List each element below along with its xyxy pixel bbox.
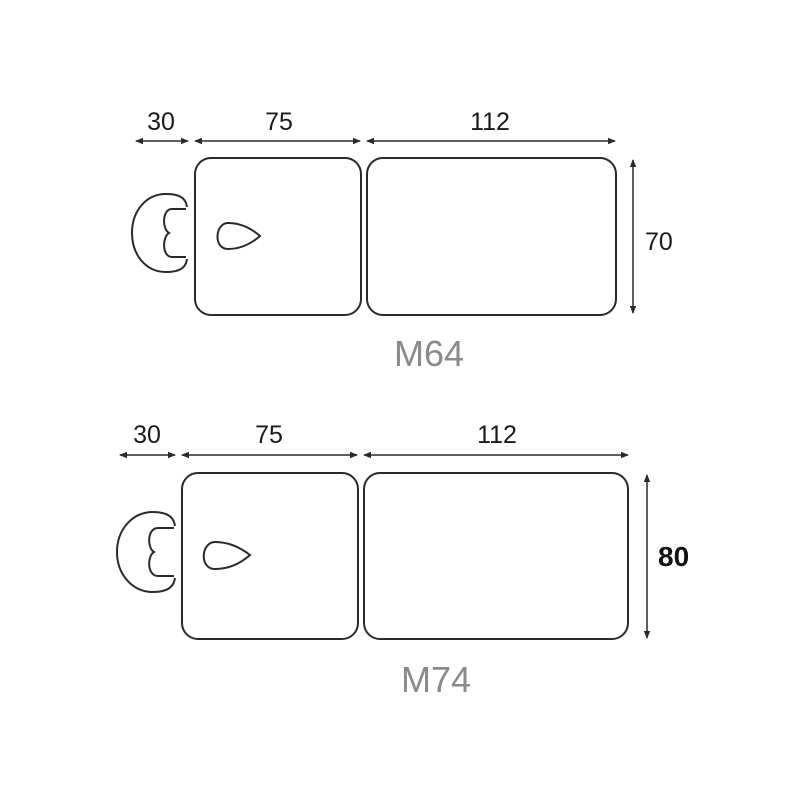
dimension-label-width: 70 xyxy=(645,228,673,256)
dimension-head-section-length: 75 xyxy=(194,108,361,145)
dimension-table-width: 80 xyxy=(643,474,689,639)
model-label: M64 xyxy=(394,333,464,374)
headrest-face-cradle xyxy=(115,510,177,594)
table-diagram-m74: 30 75 112 80 M74 xyxy=(115,421,689,700)
dimension-body-section-length: 112 xyxy=(363,421,629,459)
face-hole xyxy=(216,221,262,251)
dimension-headrest-length: 30 xyxy=(119,421,176,459)
dimension-label-head-section: 75 xyxy=(255,421,283,449)
headrest-face-cradle xyxy=(130,192,189,274)
dimension-label-body-section: 112 xyxy=(470,108,510,136)
head-section-cushion xyxy=(194,157,362,316)
table-diagram-m64: 30 75 112 70 M64 xyxy=(130,108,673,374)
dimension-label-head-section: 75 xyxy=(265,108,293,136)
body-section-cushion xyxy=(366,157,617,316)
dimension-headrest-length: 30 xyxy=(135,108,189,145)
dimension-body-section-length: 112 xyxy=(366,108,616,145)
face-hole xyxy=(202,540,252,571)
head-section-cushion xyxy=(181,472,359,640)
dimension-label-width: 80 xyxy=(658,541,689,572)
model-label: M74 xyxy=(401,659,471,700)
dimension-label-headrest: 30 xyxy=(147,108,175,136)
dimension-label-headrest: 30 xyxy=(133,421,161,449)
dimension-label-body-section: 112 xyxy=(477,421,517,449)
body-section-cushion xyxy=(363,472,629,640)
headrest-connector xyxy=(186,207,196,259)
dimension-head-section-length: 75 xyxy=(181,421,358,459)
dimension-table-width: 70 xyxy=(629,159,673,314)
headrest-connector xyxy=(174,526,184,578)
